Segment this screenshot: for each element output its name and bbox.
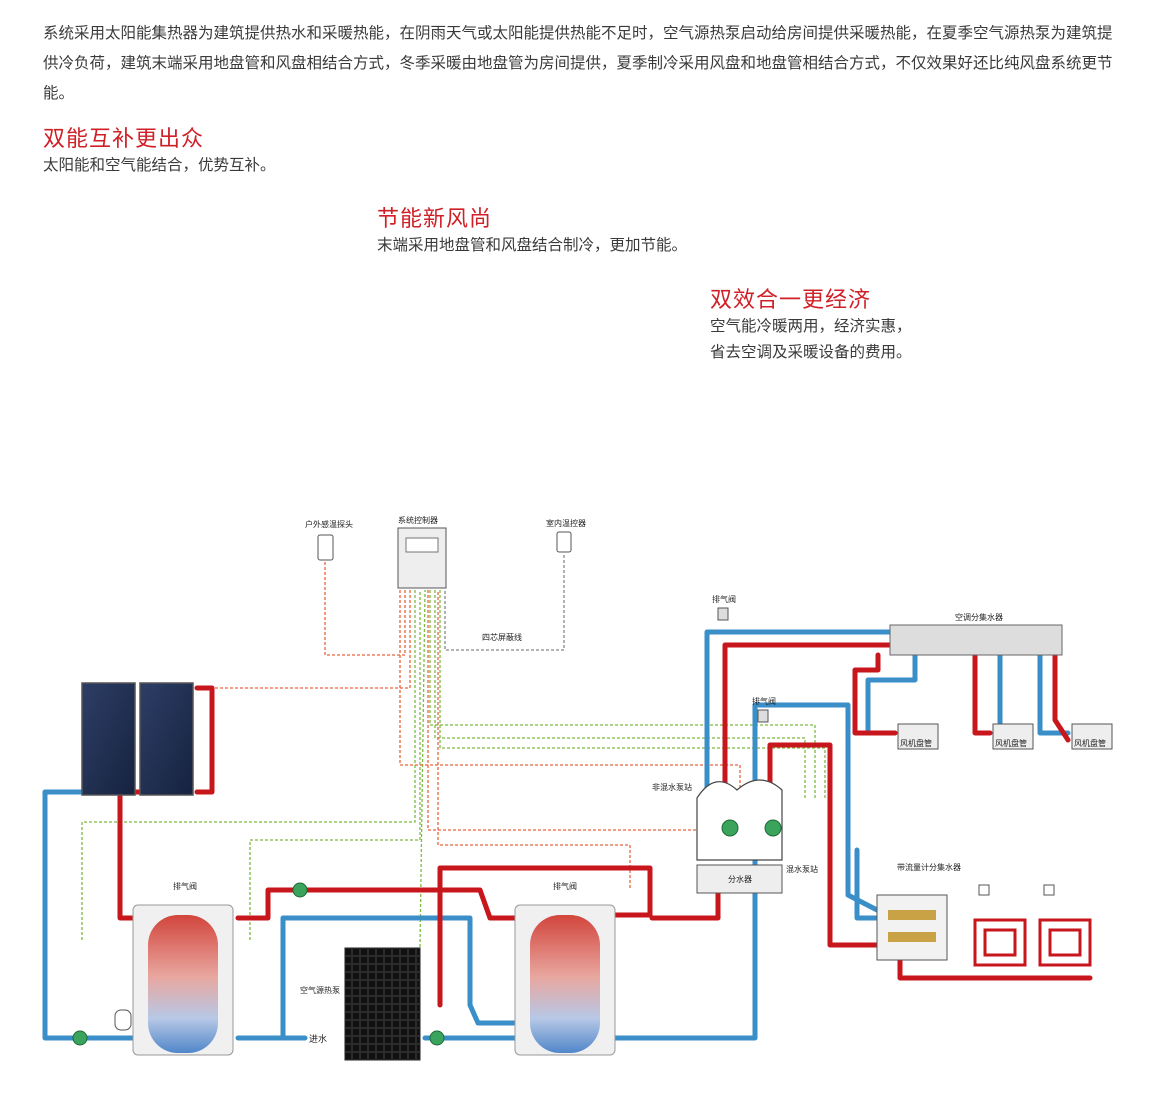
fan-coil-1: 风机盘管 bbox=[897, 723, 939, 750]
indoor-thermostat-device: 室内温控器 bbox=[546, 518, 586, 553]
wire-controller-a bbox=[399, 590, 741, 800]
svg-text:风机盘管: 风机盘管 bbox=[1074, 738, 1106, 748]
wire-tank2 bbox=[437, 590, 631, 888]
svg-text:风机盘管: 风机盘管 bbox=[900, 738, 932, 748]
non-mixing-label: 非混水泵站 bbox=[652, 782, 692, 792]
fan-coil-3: 风机盘管 bbox=[1071, 723, 1113, 750]
system-diagram: 户外感温探头 系统控制器 室内温控器 四芯屏蔽线 排气阀 排气阀 空调分集水器 … bbox=[42, 515, 1113, 1061]
svg-text:带流量计分集水器: 带流量计分集水器 bbox=[897, 862, 961, 872]
wire-indoor-thermostat bbox=[444, 555, 565, 651]
feature-desc-energy-saving: 末端采用地盘管和风盘结合制冷，更加节能。 bbox=[377, 236, 688, 254]
feature-title-economy: 双效合一更经济 bbox=[710, 288, 872, 313]
expansion-vessel bbox=[114, 1009, 132, 1031]
mixing-label: 混水泵站 bbox=[786, 864, 818, 874]
feature-desc-economy-1: 空气能冷暖两用，经济实惠， bbox=[710, 317, 912, 335]
indoor-thermostat-label: 室内温控器 bbox=[546, 518, 586, 528]
wire-pump-station bbox=[429, 590, 816, 800]
shielded-cable-label: 四芯屏蔽线 bbox=[482, 632, 522, 642]
svg-text:空调分集水器: 空调分集水器 bbox=[955, 612, 1003, 622]
storage-tank-1: 排气阀 bbox=[132, 881, 234, 1056]
svg-text:排气阀: 排气阀 bbox=[712, 594, 736, 604]
svg-text:排气阀: 排气阀 bbox=[752, 696, 776, 706]
svg-text:空气源热泵: 空气源热泵 bbox=[300, 985, 340, 995]
feature-title-energy-saving: 节能新风尚 bbox=[377, 207, 493, 232]
distributor-label: 分水器 bbox=[728, 874, 752, 884]
signal-wires bbox=[81, 555, 826, 948]
feature-desc-dual-energy: 太阳能和空气能结合，优势互补。 bbox=[43, 156, 276, 174]
svg-text:排气阀: 排气阀 bbox=[553, 881, 577, 891]
hot-pipes bbox=[117, 642, 1093, 1008]
air-source-heat-pump: 空气源热泵 bbox=[300, 947, 421, 1061]
feature-title-dual-energy: 双能互补更出众 bbox=[43, 127, 205, 152]
fan-coil-2: 风机盘管 bbox=[992, 723, 1034, 750]
air-vent-top: 排气阀 bbox=[712, 594, 736, 621]
wire-pump-station-b bbox=[434, 590, 806, 800]
pump-stations: 非混水泵站 分水器 混水泵站 bbox=[652, 779, 818, 894]
wire-controller-b bbox=[439, 590, 826, 800]
feature-desc-economy-2: 省去空调及采暖设备的费用。 bbox=[710, 343, 912, 361]
wire-mixing bbox=[427, 590, 700, 831]
air-vent-mid: 排气阀 bbox=[752, 696, 776, 723]
wire-tank1 bbox=[81, 590, 416, 940]
svg-text:风机盘管: 风机盘管 bbox=[995, 738, 1027, 748]
controller-label: 系统控制器 bbox=[398, 515, 438, 525]
svg-text:排气阀: 排气阀 bbox=[173, 881, 197, 891]
ac-manifold: 空调分集水器 bbox=[889, 612, 1063, 656]
wire-heatpump bbox=[419, 589, 426, 948]
outdoor-sensor-label: 户外感温探头 bbox=[305, 519, 353, 529]
wire-outdoor-sensor bbox=[324, 562, 406, 656]
storage-tank-2: 排气阀 bbox=[514, 881, 616, 1056]
circulation-pumps bbox=[72, 882, 445, 1046]
water-inlet-label: 进水 bbox=[309, 1033, 327, 1045]
wire-panel-sensor bbox=[215, 590, 411, 689]
solar-collectors bbox=[81, 682, 194, 796]
outdoor-sensor-device: 户外感温探头 bbox=[305, 519, 353, 561]
floor-heating-manifold: 带流量计分集水器 bbox=[876, 862, 1092, 967]
wire-tank1-b bbox=[249, 590, 421, 940]
controller-device: 系统控制器 bbox=[397, 515, 447, 589]
intro-paragraph: 系统采用太阳能集热器为建筑提供热水和采暖热能，在阴雨天气或太阳能提供热能不足时，… bbox=[43, 24, 1113, 102]
